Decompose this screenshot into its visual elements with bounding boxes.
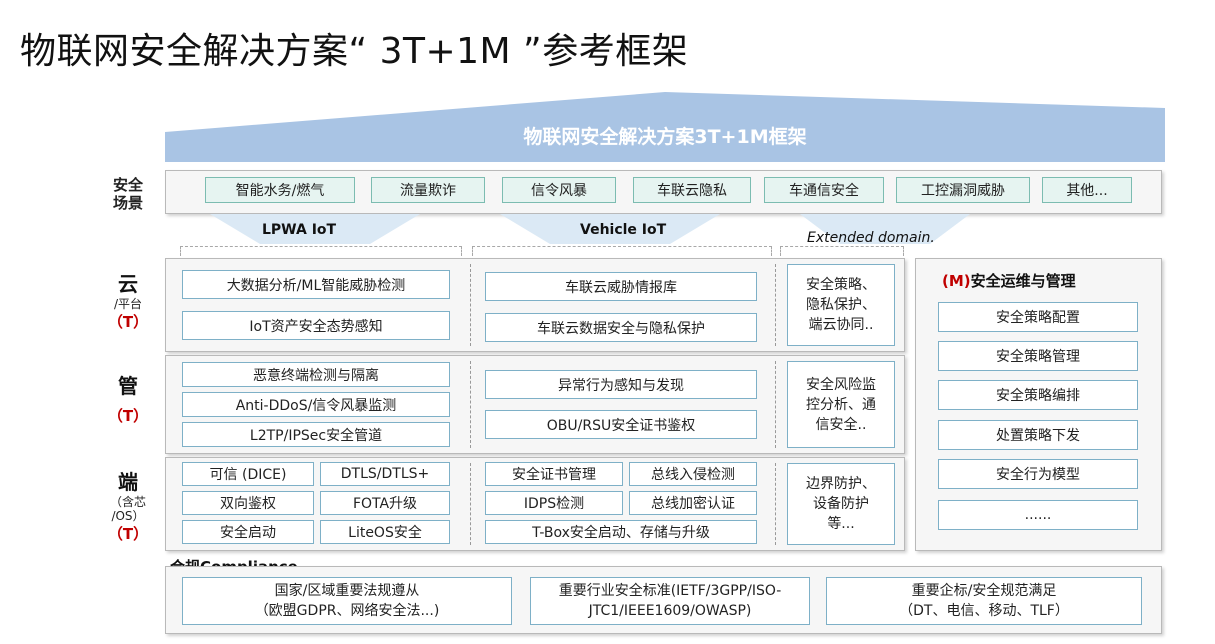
pipe-vehicle-box: 异常行为感知与发现 — [485, 370, 757, 399]
domain-label-extended: Extended domain. — [807, 230, 935, 246]
management-item: 处置策略下发 — [938, 420, 1138, 450]
pipe-lpwa-box: Anti-DDoS/信令风暴监测 — [182, 392, 450, 417]
compliance-item: 重要行业安全标准(IETF/3GPP/ISO- JTC1/IEEE1609/OW… — [530, 577, 810, 625]
pipe-vehicle-box: OBU/RSU安全证书鉴权 — [485, 410, 757, 439]
device-vehicle-box: IDPS检测 — [485, 491, 623, 515]
page-title: 物联网安全解决方案“ 3T+1M ”参考框架 — [20, 31, 689, 72]
scenario-chip: 智能水务/燃气 — [205, 177, 355, 203]
device-lpwa-box: FOTA升级 — [320, 491, 450, 515]
layer-label-pipe: 管 （T） — [107, 374, 149, 425]
management-item: 安全策略配置 — [938, 302, 1138, 332]
management-item: ...... — [938, 500, 1138, 530]
domain-brace — [780, 246, 904, 256]
scenario-chip: 车联云隐私 — [633, 177, 751, 203]
cloud-lpwa-box: 大数据分析/ML智能威胁检测 — [182, 270, 450, 299]
management-item: 安全行为模型 — [938, 459, 1138, 489]
layer-label-device: 端 （含芯 /OS） （T） — [107, 470, 149, 543]
pipe-lpwa-box: 恶意终端检测与隔离 — [182, 362, 450, 387]
pipe-lpwa-box: L2TP/IPSec安全管道 — [182, 422, 450, 447]
scenario-chip: 工控漏洞威胁 — [896, 177, 1030, 203]
divider — [775, 264, 776, 346]
scenario-chip: 流量欺诈 — [371, 177, 485, 203]
device-lpwa-box: 安全启动 — [182, 520, 314, 544]
funnel-wedges — [210, 214, 970, 244]
domain-label-vehicle: Vehicle IoT — [580, 222, 667, 238]
cloud-vehicle-box: 车联云数据安全与隐私保护 — [485, 313, 757, 342]
domain-brace — [180, 246, 462, 256]
divider — [775, 361, 776, 448]
scenario-label: 安全 场景 — [112, 176, 143, 212]
roof-shape — [165, 92, 1165, 162]
device-lpwa-box: DTLS/DTLS+ — [320, 462, 450, 486]
pipe-extended-box: 安全风险监 控分析、通 信安全.. — [787, 361, 895, 448]
divider — [470, 463, 471, 545]
layer-label-cloud: 云 /平台 （T） — [107, 272, 149, 331]
divider — [775, 463, 776, 545]
device-vehicle-box: T-Box安全启动、存储与升级 — [485, 520, 757, 544]
device-extended-box: 边界防护、 设备防护 等... — [787, 463, 895, 545]
divider — [470, 361, 471, 448]
management-item: 安全策略管理 — [938, 341, 1138, 371]
management-title: (M)安全运维与管理 — [942, 272, 1076, 290]
compliance-item: 国家/区域重要法规遵从 （欧盟GDPR、网络安全法...) — [182, 577, 512, 625]
domain-label-lpwa: LPWA IoT — [262, 222, 337, 238]
device-vehicle-box: 安全证书管理 — [485, 462, 623, 486]
device-lpwa-box: 可信 (DICE) — [182, 462, 314, 486]
compliance-item: 重要企标/安全规范满足 （DT、电信、移动、TLF） — [826, 577, 1142, 625]
roof-title: 物联网安全解决方案3T+1M框架 — [523, 126, 807, 148]
cloud-vehicle-box: 车联云威胁情报库 — [485, 272, 757, 301]
scenario-chip: 信令风暴 — [502, 177, 616, 203]
scenario-chip: 其他... — [1042, 177, 1132, 203]
cloud-extended-box: 安全策略、 隐私保护、 端云协同.. — [787, 264, 895, 346]
cloud-lpwa-box: IoT资产安全态势感知 — [182, 311, 450, 340]
device-vehicle-box: 总线入侵检测 — [629, 462, 757, 486]
device-lpwa-box: 双向鉴权 — [182, 491, 314, 515]
device-lpwa-box: LiteOS安全 — [320, 520, 450, 544]
management-item: 安全策略编排 — [938, 380, 1138, 410]
domain-brace — [472, 246, 772, 256]
scenario-chip: 车通信安全 — [764, 177, 884, 203]
device-vehicle-box: 总线加密认证 — [629, 491, 757, 515]
divider — [470, 264, 471, 346]
